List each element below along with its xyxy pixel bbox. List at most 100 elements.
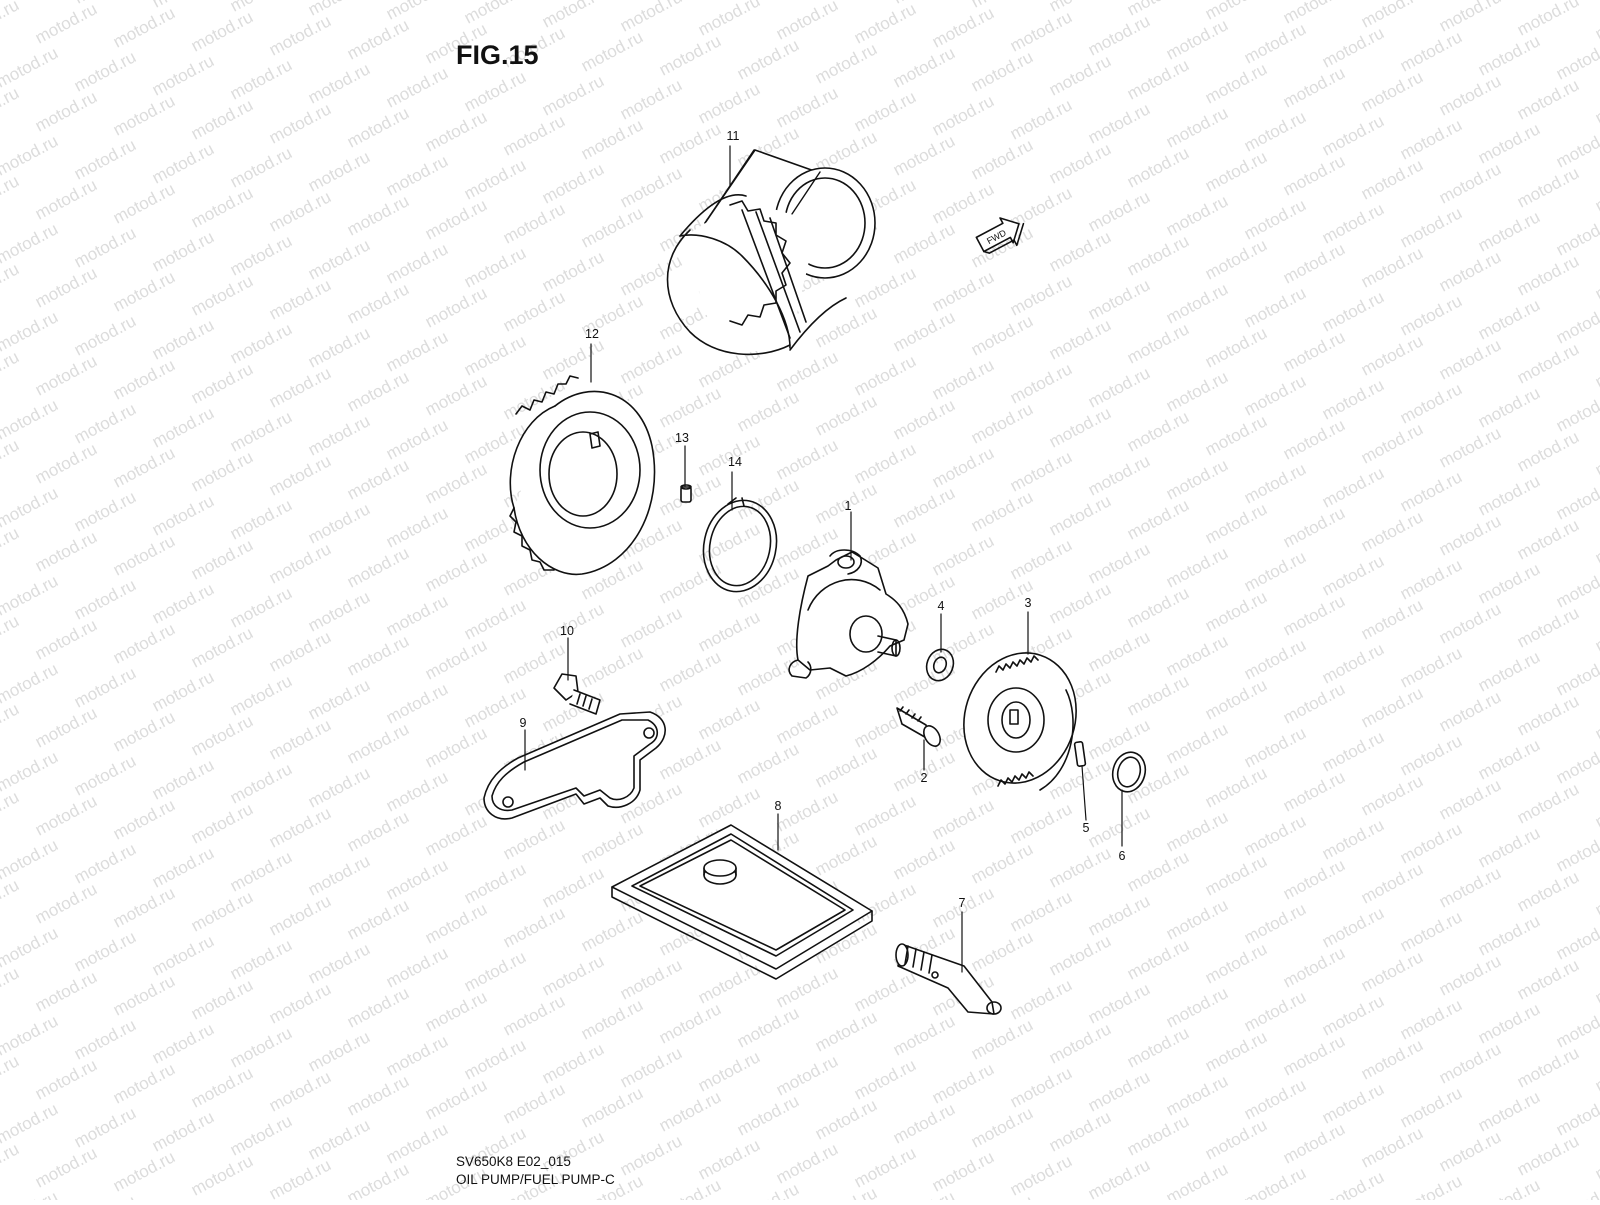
callout-5: 5: [1083, 821, 1090, 835]
watermark-text: motod.ru: [0, 435, 22, 483]
watermark-text: motod.ru: [1202, 323, 1270, 371]
watermark-text: motod.ru: [656, 1175, 724, 1200]
watermark-text: motod.ru: [1163, 279, 1231, 327]
watermark-text: motod.ru: [890, 307, 958, 355]
watermark-text: motod.ru: [1514, 251, 1582, 299]
watermark-text: motod.ru: [1358, 683, 1426, 731]
watermark-text: motod.ru: [773, 699, 841, 747]
watermark-text: motod.ru: [1280, 415, 1348, 463]
watermark-text: motod.ru: [344, 15, 412, 63]
watermark-text: motod.ru: [1514, 75, 1582, 123]
watermark-text: motod.ru: [1085, 11, 1153, 59]
watermark-text: motod.ru: [1007, 359, 1075, 407]
watermark-text: motod.ru: [188, 887, 256, 935]
watermark-text: motod.ru: [188, 535, 256, 583]
watermark-text: motod.ru: [32, 263, 100, 311]
watermark-text: motod.ru: [1241, 811, 1309, 859]
watermark-text: motod.ru: [383, 503, 451, 551]
watermark-text: motod.ru: [1475, 647, 1543, 695]
watermark-text: motod.ru: [1436, 775, 1504, 823]
watermark-text: motod.ru: [734, 1179, 802, 1200]
watermark-text: motod.ru: [1358, 1035, 1426, 1083]
watermark-text: motod.ru: [1163, 455, 1231, 503]
watermark-text: motod.ru: [1046, 1107, 1114, 1155]
watermark-text: motod.ru: [734, 739, 802, 787]
watermark-text: motod.ru: [539, 863, 607, 911]
watermark-text: motod.ru: [227, 583, 295, 631]
watermark-text: motod.ru: [1085, 539, 1153, 587]
watermark-text: motod.ru: [149, 579, 217, 627]
watermark-text: motod.ru: [1046, 843, 1114, 891]
pump-driven-gear: [963, 652, 1077, 791]
watermark-text: motod.ru: [812, 1095, 880, 1143]
watermark-text: motod.ru: [422, 635, 490, 683]
watermark-text: motod.ru: [1007, 799, 1075, 847]
watermark-text: motod.ru: [1046, 1019, 1114, 1067]
watermark-text: motod.ru: [32, 87, 100, 135]
watermark-text: motod.ru: [1241, 1163, 1309, 1200]
watermark-text: motod.ru: [344, 1071, 412, 1119]
dowel-pin: [680, 484, 692, 503]
cover-plate: [483, 711, 666, 820]
watermark-text: motod.ru: [227, 1023, 295, 1071]
watermark-text: motod.ru: [1241, 459, 1309, 507]
watermark-text: motod.ru: [344, 103, 412, 151]
watermark-text: motod.ru: [266, 11, 334, 59]
watermark-text: motod.ru: [149, 843, 217, 891]
watermark-text: motod.ru: [617, 75, 685, 123]
watermark-text: motod.ru: [266, 539, 334, 587]
watermark-text: motod.ru: [1475, 911, 1543, 959]
watermark-text: motod.ru: [1124, 495, 1192, 543]
flange-bolt: [553, 673, 601, 715]
watermark-text: motod.ru: [773, 83, 841, 131]
watermark-text: motod.ru: [851, 263, 919, 311]
watermark-text: motod.ru: [1202, 763, 1270, 811]
watermark-text: motod.ru: [1007, 535, 1075, 583]
watermark-text: motod.ru: [1553, 915, 1600, 963]
watermark-text: motod.ru: [344, 543, 412, 591]
watermark-text: motod.ru: [422, 283, 490, 331]
watermark-text: motod.ru: [890, 131, 958, 179]
watermark-text: motod.ru: [1241, 371, 1309, 419]
watermark-text: motod.ru: [149, 315, 217, 363]
watermark-text: motod.ru: [305, 851, 373, 899]
watermark-text: motod.ru: [1202, 939, 1270, 987]
watermark-text: motod.ru: [500, 815, 568, 863]
watermark-text: motod.ru: [0, 523, 22, 571]
callout-11: 11: [727, 129, 740, 143]
callout-12: 12: [585, 327, 599, 341]
watermark-text: motod.ru: [1358, 67, 1426, 115]
watermark-text: motod.ru: [422, 987, 490, 1035]
watermark-text: motod.ru: [1514, 163, 1582, 211]
watermark-text: motod.ru: [1514, 867, 1582, 915]
watermark-text: motod.ru: [0, 699, 22, 747]
watermark-text: motod.ru: [578, 203, 646, 251]
watermark-text: motod.ru: [851, 879, 919, 927]
watermark-text: motod.ru: [968, 487, 1036, 535]
gear-pin: [1073, 741, 1087, 767]
watermark-text: motod.ru: [305, 147, 373, 195]
watermark-text: motod.ru: [32, 439, 100, 487]
watermark-text: motod.ru: [695, 959, 763, 1007]
watermark-text: motod.ru: [1085, 187, 1153, 235]
watermark-text: motod.ru: [1280, 239, 1348, 287]
watermark-text: motod.ru: [1475, 559, 1543, 607]
watermark-text: motod.ru: [0, 875, 22, 923]
callout-leaders: [524, 145, 1123, 973]
watermark-text: motod.ru: [1280, 679, 1348, 727]
watermark-text: motod.ru: [305, 499, 373, 547]
watermark-text: motod.ru: [305, 939, 373, 987]
watermark-text: motod.ru: [1397, 1083, 1465, 1131]
watermark-text: motod.ru: [1046, 51, 1114, 99]
watermark-text: motod.ru: [968, 399, 1036, 447]
watermark-text: motod.ru: [227, 1111, 295, 1159]
watermark-text: motod.ru: [1163, 15, 1231, 63]
watermark-text: motod.ru: [1592, 343, 1600, 391]
watermark-text: motod.ru: [32, 1055, 100, 1103]
watermark-text: motod.ru: [1358, 331, 1426, 379]
watermark-text: motod.ru: [227, 671, 295, 719]
forward-direction-tag: [975, 217, 1025, 254]
watermark-text: motod.ru: [890, 395, 958, 443]
watermark-text: motod.ru: [305, 1027, 373, 1075]
watermark-text: motod.ru: [422, 107, 490, 155]
